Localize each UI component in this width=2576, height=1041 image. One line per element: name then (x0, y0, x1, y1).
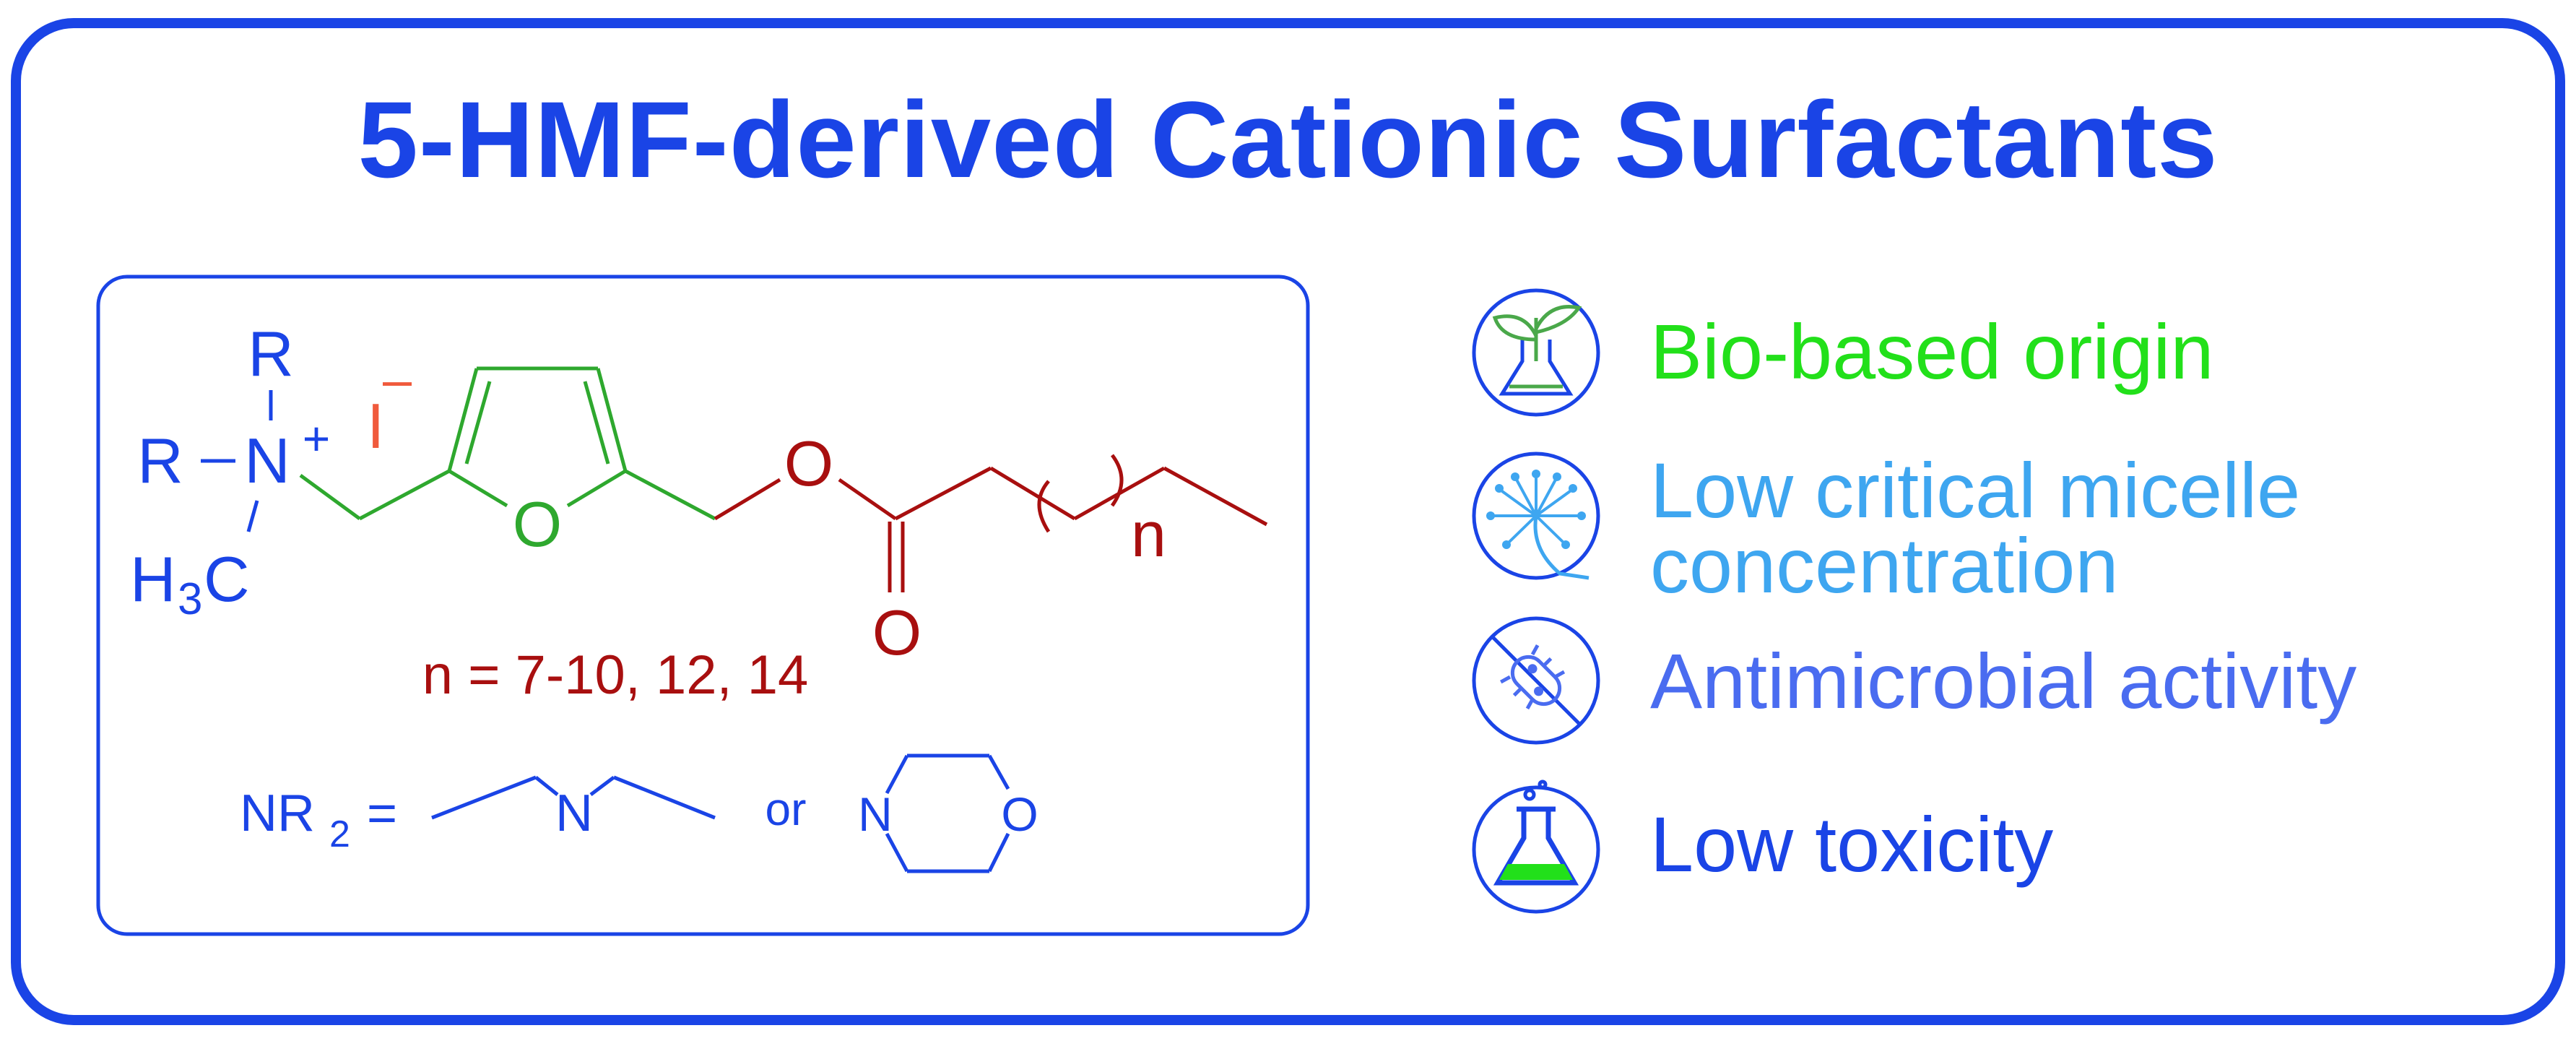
label-nr2-subscript: 2 (329, 813, 350, 855)
ring-bond-c5-o (566, 469, 627, 508)
label-n-values: n = 7-10, 12, 14 (422, 644, 809, 706)
label-ring-oxygen: O (513, 488, 562, 560)
label-repeat-n: n (1131, 498, 1166, 570)
bond-o-carbonyl (838, 478, 897, 521)
bond-chain-4 (1163, 466, 1268, 527)
bond-ch2-ring (358, 469, 451, 521)
label-morpholine-n: N (858, 787, 893, 841)
label-amine-n: N (555, 785, 593, 842)
bond-chain-2 (989, 466, 1076, 521)
ring-bond-c4-c5 (596, 368, 628, 472)
label-h3c-3: 3 (178, 574, 202, 624)
feature-low-cmc-line2: concentration (1650, 522, 2119, 609)
label-plus-charge: + (303, 412, 331, 465)
feature-antimicrobial: Antimicrobial activity (1650, 637, 2357, 725)
dandelion-icon (1472, 452, 1600, 580)
structure-panel-border (96, 275, 1310, 936)
feature-low-toxicity: Low toxicity (1650, 800, 2054, 888)
repeat-bracket-left (1037, 480, 1051, 533)
feature-low-cmc-line1: Low critical micelle (1650, 446, 2301, 534)
outer-border (11, 18, 2565, 1025)
flask-icon (1472, 779, 1600, 914)
no-bacteria-icon (1472, 616, 1600, 745)
ring-double-c2-c3 (464, 381, 492, 465)
ring-bond-c2-c3 (447, 368, 479, 472)
ring-bond-c2-o (448, 469, 508, 508)
label-carbonyl-oxygen: O (872, 597, 921, 668)
repeat-bracket-right (1110, 454, 1124, 507)
label-ester-oxygen: O (784, 428, 833, 499)
morpholine-ring (885, 753, 1010, 873)
label-n-plus-atom: N (244, 425, 290, 496)
bond-n-ch2 (299, 473, 361, 521)
bond-ch2-o-ester (714, 478, 781, 521)
diethylamine-structure (431, 775, 716, 820)
label-h3c-c: C (204, 543, 250, 615)
label-h3c-h: H (130, 543, 176, 615)
feature-bio-based: Bio-based origin (1650, 308, 2214, 395)
label-nr2: NR (240, 785, 315, 842)
label-nr2-equals: = (367, 785, 397, 842)
bond-ring-ch2 (624, 469, 716, 521)
label-r-left: R (137, 425, 183, 496)
plant-flask-icon (1472, 288, 1600, 417)
bond-chain-1 (894, 466, 992, 521)
bond-n-ch3 (246, 500, 259, 532)
label-morpholine-o: O (1001, 787, 1038, 841)
label-iodide-charge: – (383, 351, 412, 409)
label-or: or (766, 783, 807, 835)
label-r-top: R (248, 318, 294, 389)
chemical-structure: R R N + H 3 C I – O O O n n = 7-10, 12, … (130, 318, 1268, 873)
label-iodide: I (367, 390, 384, 462)
page-title: 5-HMF-derived Cationic Surfactants (357, 79, 2219, 200)
ring-double-c4-c5 (583, 381, 610, 465)
